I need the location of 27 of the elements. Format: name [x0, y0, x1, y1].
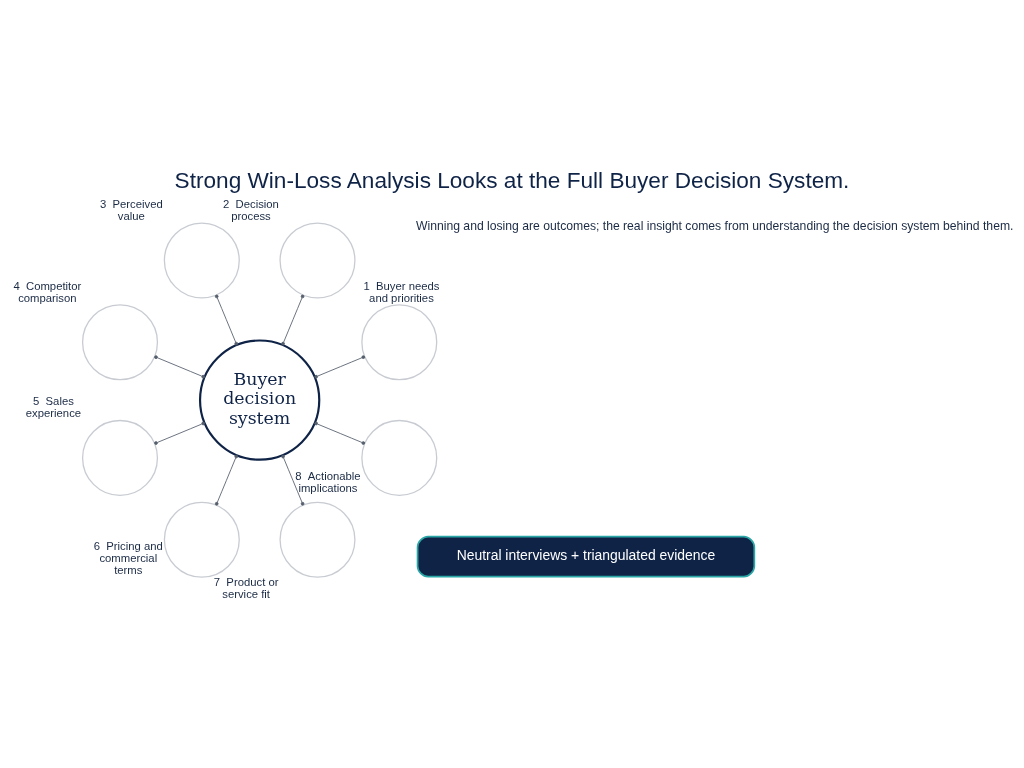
node-label: process [231, 209, 271, 222]
node-label: experience [25, 407, 82, 420]
connector [214, 294, 239, 346]
connector [281, 454, 305, 506]
diagram-title: Strong Win-Loss Analysis Looks at the Full Buyer Decision System. [174, 168, 850, 194]
connector [314, 355, 366, 379]
node-label: value [117, 209, 145, 222]
node-label: 5 Sales [33, 395, 74, 408]
node-label: 6 Pricing and [93, 539, 163, 552]
node-label: implications [298, 482, 358, 495]
node-label: 8 Actionable [295, 470, 361, 483]
node-label: 2 Decision [222, 197, 279, 210]
caption: Winning and losing are outcomes; the real insight comes from understanding the decision system behind them. [416, 219, 1014, 234]
node-label: 4 Competitor [13, 279, 82, 292]
node-label: comparison [18, 291, 77, 304]
node-box: Neutral interviews + triangulated evidence [416, 535, 756, 578]
connector [214, 454, 239, 506]
node-label: 7 Product or [213, 576, 279, 589]
node-label: service fit [222, 588, 271, 601]
connector [281, 294, 305, 346]
node-label: 3 Perceived [99, 197, 163, 210]
node-label: commercial terms [99, 551, 158, 577]
connector [314, 421, 366, 445]
connector [154, 355, 205, 379]
connector [154, 421, 205, 445]
node-label: and priorities [369, 291, 434, 304]
node-label: 1 Buyer needs [363, 279, 440, 292]
